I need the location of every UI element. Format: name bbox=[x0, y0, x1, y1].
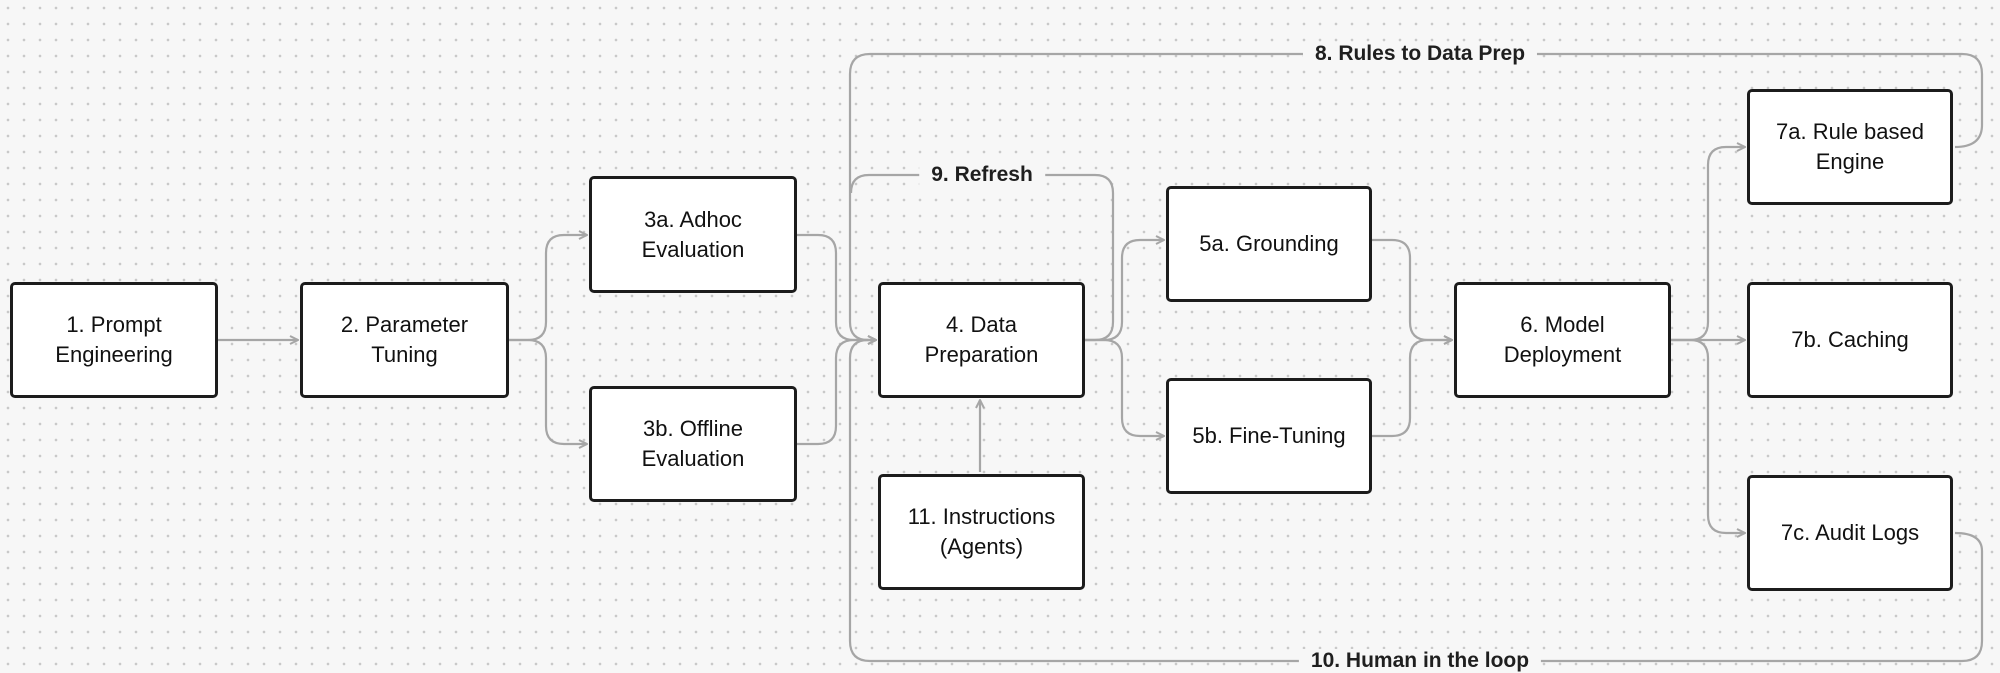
node-data-preparation[interactable]: 4. Data Preparation bbox=[878, 282, 1085, 398]
edge-rules-to-data-prep bbox=[848, 52, 1984, 340]
edge-3b-to-4 bbox=[797, 340, 876, 446]
edge-5a-to-6 bbox=[1372, 238, 1452, 340]
node-label: 2. Parameter Tuning bbox=[340, 312, 469, 367]
node-label: 7c. Audit Logs bbox=[1780, 520, 1920, 545]
node-rule-based-engine[interactable]: 7a. Rule based Engine bbox=[1747, 89, 1953, 205]
edge-2-to-3a bbox=[509, 235, 587, 342]
node-label: 6. Model Deployment bbox=[1503, 312, 1622, 367]
edge-4-to-5b bbox=[1085, 338, 1164, 436]
node-label: 5b. Fine-Tuning bbox=[1192, 423, 1346, 448]
node-label: 4. Data Preparation bbox=[924, 312, 1039, 367]
edge-5b-to-6 bbox=[1372, 340, 1452, 438]
node-adhoc-evaluation[interactable]: 3a. Adhoc Evaluation bbox=[589, 176, 797, 293]
node-model-deployment[interactable]: 6. Model Deployment bbox=[1454, 282, 1671, 398]
node-audit-logs[interactable]: 7c. Audit Logs bbox=[1747, 475, 1953, 591]
node-label: 1. Prompt Engineering bbox=[55, 312, 173, 367]
edge-label-refresh: 9. Refresh bbox=[919, 163, 1045, 187]
edge-6-to-7a bbox=[1671, 147, 1745, 342]
node-instructions-agents[interactable]: 11. Instructions (Agents) bbox=[878, 474, 1085, 590]
edge-label-human-in-the-loop: 10. Human in the loop bbox=[1298, 649, 1542, 673]
edge-4-to-5a bbox=[1085, 240, 1164, 342]
edge-3a-to-4 bbox=[797, 233, 876, 340]
node-prompt-engineering[interactable]: 1. Prompt Engineering bbox=[10, 282, 218, 398]
node-fine-tuning[interactable]: 5b. Fine-Tuning bbox=[1166, 378, 1372, 494]
edge-refresh bbox=[849, 173, 1115, 342]
edge-label-rules-to-data-prep: 8. Rules to Data Prep bbox=[1302, 42, 1538, 66]
edge-6-to-7c bbox=[1671, 338, 1745, 533]
node-label: 3b. Offline Evaluation bbox=[641, 416, 745, 471]
node-offline-evaluation[interactable]: 3b. Offline Evaluation bbox=[589, 386, 797, 502]
node-parameter-tuning[interactable]: 2. Parameter Tuning bbox=[300, 282, 509, 398]
node-label: 7a. Rule based Engine bbox=[1776, 119, 1924, 174]
node-label: 3a. Adhoc Evaluation bbox=[641, 206, 745, 262]
node-caching[interactable]: 7b. Caching bbox=[1747, 282, 1953, 398]
edge-2-to-3b bbox=[509, 338, 587, 444]
node-label: 5a. Grounding bbox=[1199, 231, 1339, 256]
node-grounding[interactable]: 5a. Grounding bbox=[1166, 186, 1372, 302]
node-label: 11. Instructions (Agents) bbox=[907, 504, 1056, 559]
node-label: 7b. Caching bbox=[1791, 327, 1909, 352]
